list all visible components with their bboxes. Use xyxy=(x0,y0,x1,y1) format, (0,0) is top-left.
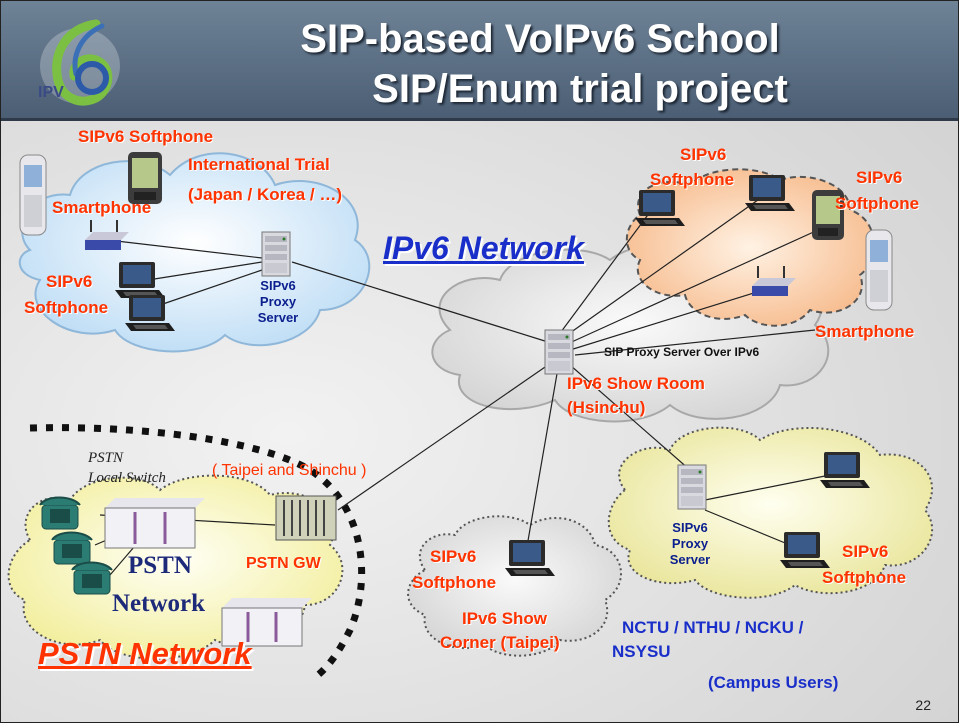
header-band xyxy=(0,0,959,118)
telephone-icon xyxy=(39,496,81,530)
label-show-corner: IPv6 Show xyxy=(462,609,548,628)
label-sipv6-left: SIPv6 xyxy=(46,272,93,291)
ipv6-logo-icon xyxy=(40,19,120,106)
label-local-switch: Local Switch xyxy=(88,470,166,486)
label-ipv6-network: IPv6 Network xyxy=(383,230,584,266)
gateway-rack-icon xyxy=(275,495,337,541)
label-pstn-network: PSTN Network xyxy=(38,636,252,671)
logo-text: IPV xyxy=(38,84,64,101)
pda-icon xyxy=(812,190,844,240)
label-smartphone-left: Smartphone xyxy=(52,198,152,217)
label-sipv6-corner: SIPv6 xyxy=(430,547,477,566)
label-softphone-far-right: Softphone xyxy=(835,194,920,213)
page-number: 22 xyxy=(915,697,931,713)
title-line-1: SIP-based VoIPv6 School xyxy=(300,17,780,61)
label-softphone-campus: Softphone xyxy=(822,568,907,587)
label-international-trial-countries: (Japan / Korea / …) xyxy=(188,185,342,204)
label-proxy-left: SIPv6 Proxy Server xyxy=(257,278,299,325)
label-pstn-cloud-network: Network xyxy=(112,590,206,617)
label-smartphone-right: Smartphone xyxy=(815,322,915,341)
label-softphone-corner: Softphone xyxy=(412,573,497,592)
label-softphone-left: Softphone xyxy=(24,298,109,317)
label-proxy-campus: SIPv6 Proxy Server xyxy=(669,520,711,567)
server-icon xyxy=(261,231,291,277)
label-sip-proxy-over-ipv6: SIP Proxy Server Over IPv6 xyxy=(604,345,760,359)
smartphone-icon xyxy=(865,229,893,311)
label-sipv6-softphone-top: SIPv6 Softphone xyxy=(78,127,214,146)
label-sipv6-far-right: SIPv6 xyxy=(856,168,903,187)
label-show-corner-taipei: Corner (Taipei) xyxy=(440,633,560,652)
pda-icon xyxy=(128,152,162,204)
switch-cabinet-icon xyxy=(104,498,205,549)
label-sipv6-top-right: SIPv6 xyxy=(680,145,727,164)
label-pstn-local: PSTN xyxy=(88,450,124,466)
label-ipv6-show-room: IPv6 Show Room xyxy=(567,374,705,393)
header-divider xyxy=(0,118,959,121)
label-international-trial: International Trial xyxy=(188,155,330,174)
label-campus-users: (Campus Users) xyxy=(708,673,839,692)
label-universities-nsysu: NSYSU xyxy=(612,642,671,661)
label-universities: NCTU / NTHU / NCKU / xyxy=(622,618,804,637)
cloud-international xyxy=(18,152,371,353)
label-softphone-top-right: Softphone xyxy=(650,170,735,189)
label-pstn-cloud: PSTN xyxy=(128,552,192,579)
telephone-icon xyxy=(71,561,113,595)
router-icon xyxy=(752,266,796,296)
label-pstn-gw: PSTN GW xyxy=(246,555,321,572)
label-hsinchu: (Hsinchu) xyxy=(567,398,646,417)
cloud-show-corner xyxy=(407,515,622,657)
title-line-2: SIP/Enum trial project xyxy=(372,67,788,111)
label-sipv6-campus: SIPv6 xyxy=(842,542,889,561)
switch-cabinet-icon xyxy=(221,598,312,647)
server-icon xyxy=(544,329,574,375)
label-taipei-shinchu: ( Taipei and Shinchu ) xyxy=(212,462,367,479)
server-icon xyxy=(677,464,707,510)
smartphone-icon xyxy=(19,154,47,236)
router-icon xyxy=(85,220,129,250)
telephone-icon xyxy=(51,531,93,565)
